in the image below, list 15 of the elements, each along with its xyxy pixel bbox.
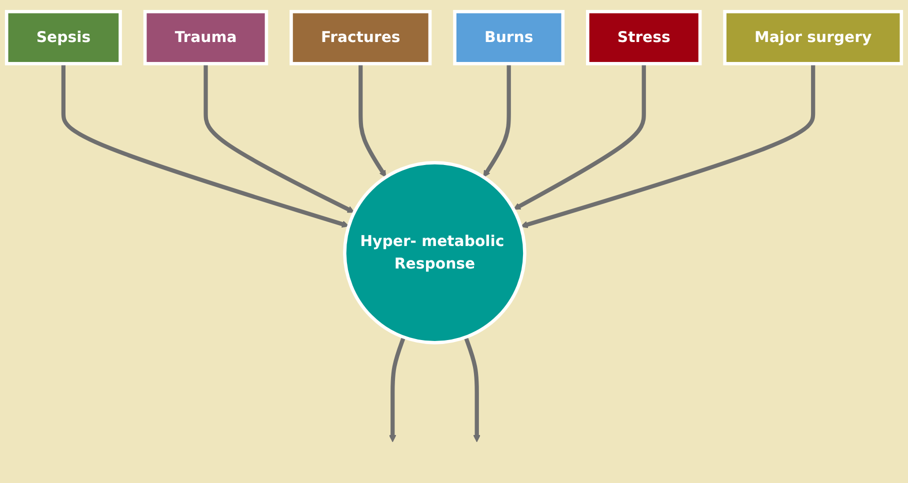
node-box: Major surgery [723,10,904,66]
arrow [358,64,386,178]
arrow [388,336,406,442]
arrow [464,336,480,442]
node-box: Fractures [290,10,432,66]
arrow [204,64,355,213]
node-circle: Hyper- metabolic Response [343,161,526,344]
arrow [483,64,511,178]
node-box: Stress [586,10,702,66]
arrow [61,64,350,228]
node-box: Sepsis [4,10,122,66]
arrow [520,64,816,228]
node-box: Trauma [143,10,268,66]
node-box: Burns [453,10,565,66]
arrow [513,64,646,210]
